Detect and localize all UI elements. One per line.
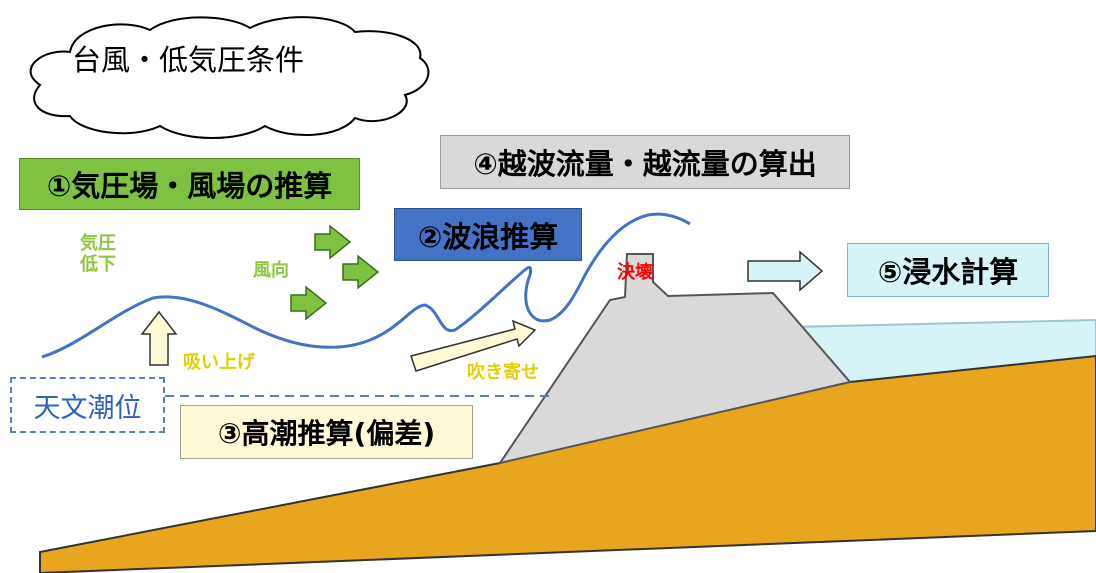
- water-surface-line: [41, 212, 691, 359]
- breach-label: 決壊: [617, 262, 653, 283]
- wind-arrow-3: [290, 285, 328, 321]
- wind-arrow-2: [342, 254, 380, 290]
- wind-direction-label: 風向: [253, 260, 289, 281]
- cloud-shape: [29, 16, 430, 139]
- overtopping-calculation-box: ④越波流量・越流量の算出: [440, 135, 850, 189]
- suction-arrow: [140, 310, 178, 366]
- wave-estimation-box: ②波浪推算: [394, 208, 582, 261]
- wind-setup-arrow: [410, 319, 537, 372]
- pressure-drop-label: 気圧 低下: [80, 233, 116, 275]
- inundation-calculation-box: ⑤浸水計算: [847, 243, 1049, 297]
- pressure-wind-estimation-box: ①気圧場・風場の推算: [19, 158, 360, 210]
- pressure-drop-line1: 気圧: [80, 233, 116, 254]
- inundation-arrow: [747, 250, 824, 292]
- wind-setup-label: 吹き寄せ: [467, 362, 539, 383]
- wind-arrow-1: [314, 224, 352, 260]
- suction-label: 吸い上げ: [183, 352, 255, 373]
- storm-surge-estimation-box: ③高潮推算(偏差): [180, 405, 473, 459]
- dike: [497, 253, 852, 465]
- pressure-drop-line2: 低下: [80, 253, 116, 275]
- astronomical-tide-box: 天文潮位: [10, 377, 165, 433]
- cloud-label: 台風・低気圧条件: [72, 43, 305, 77]
